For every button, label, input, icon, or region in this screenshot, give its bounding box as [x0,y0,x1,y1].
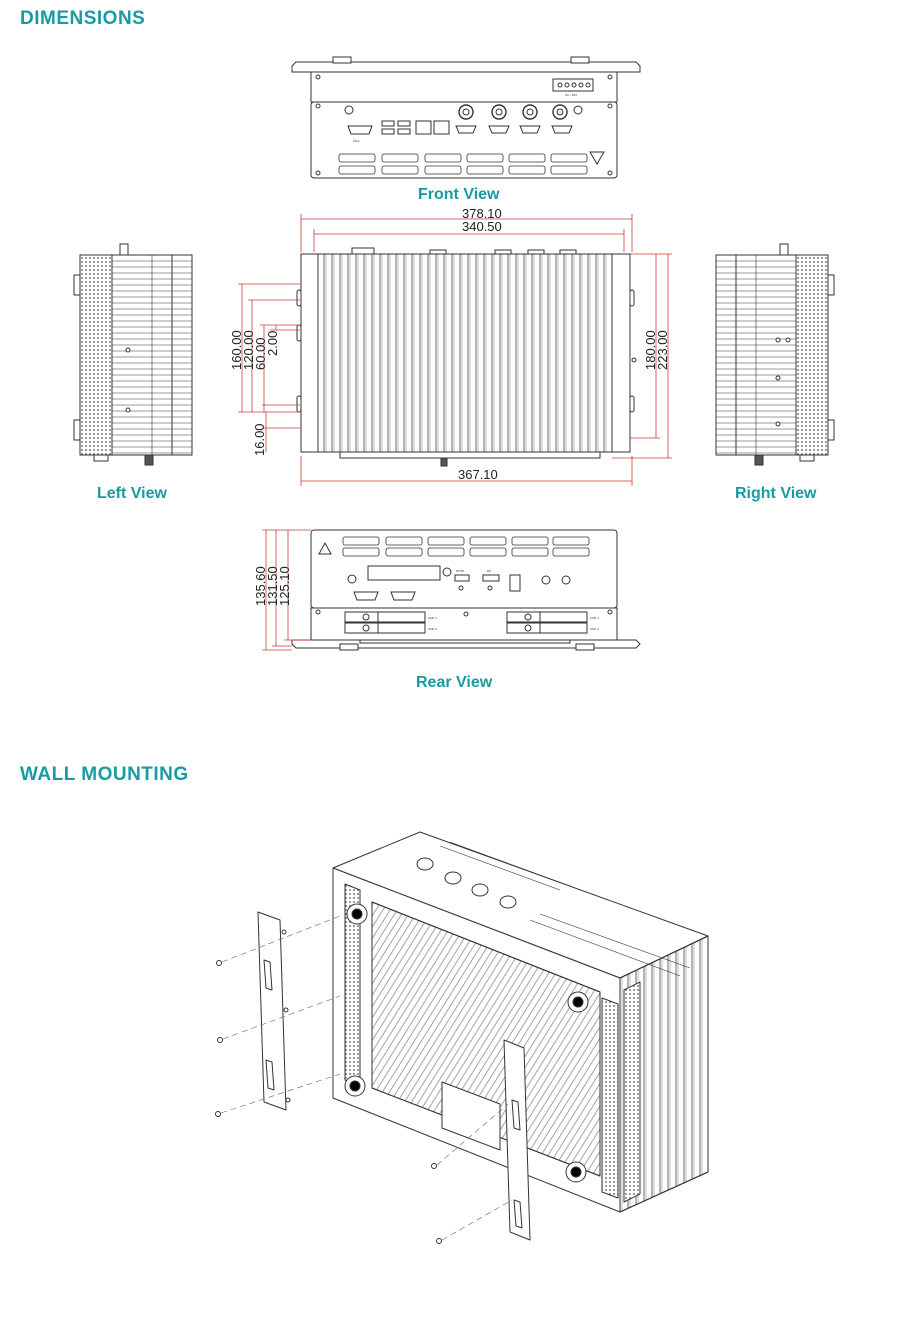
left-view-label: Left View [97,485,167,502]
hdmi-marking: HDMI [456,569,464,573]
wall-mount-illustration [215,831,709,1244]
dim-2: 2.00 [265,331,280,356]
dim-rear-131: 131.50 [265,566,280,606]
ssd2-marking-right: SSD 2 [590,627,599,631]
rear-dimension-lines [262,529,311,651]
dim-body-width: 340.50 [462,219,502,234]
ssd1-marking-right: SSD 1 [590,616,599,620]
ssd1-marking-left: SSD 1 [428,616,437,620]
left-view-drawing [73,243,193,466]
dim-rear-125: 125.10 [277,566,292,606]
dim-overall-width: 378.10 [462,206,502,221]
ssd2-marking-left: SSD 2 [428,627,437,631]
wall-mount-guide-lines [220,915,513,1241]
dim-160: 160.00 [229,330,244,370]
dim-120: 120.00 [241,330,256,370]
dim-16: 16.00 [252,423,267,456]
vga-marking: VGA [353,139,360,143]
rear-view-drawing [291,529,641,651]
dim-rear-135: 135.60 [253,566,268,606]
dim-60: 60.00 [253,337,268,370]
right-view-label: Right View [735,485,817,502]
dp-marking: DP [487,569,491,573]
front-view-drawing [291,56,641,179]
dimensions-title: DIMENSIONS [20,8,146,29]
front-view-label: Front View [418,186,500,203]
dc-in-marking: 9V~36V [565,93,578,97]
dim-223: 223.00 [655,330,670,370]
wall-mounting-title: WALL MOUNTING [20,764,189,785]
rear-view-label: Rear View [416,674,493,691]
dim-180: 180.00 [643,330,658,370]
dimension-lines [238,214,672,486]
dim-mount-span: 367.10 [458,467,498,482]
right-view-drawing [715,243,835,466]
top-view-drawing [296,247,637,467]
